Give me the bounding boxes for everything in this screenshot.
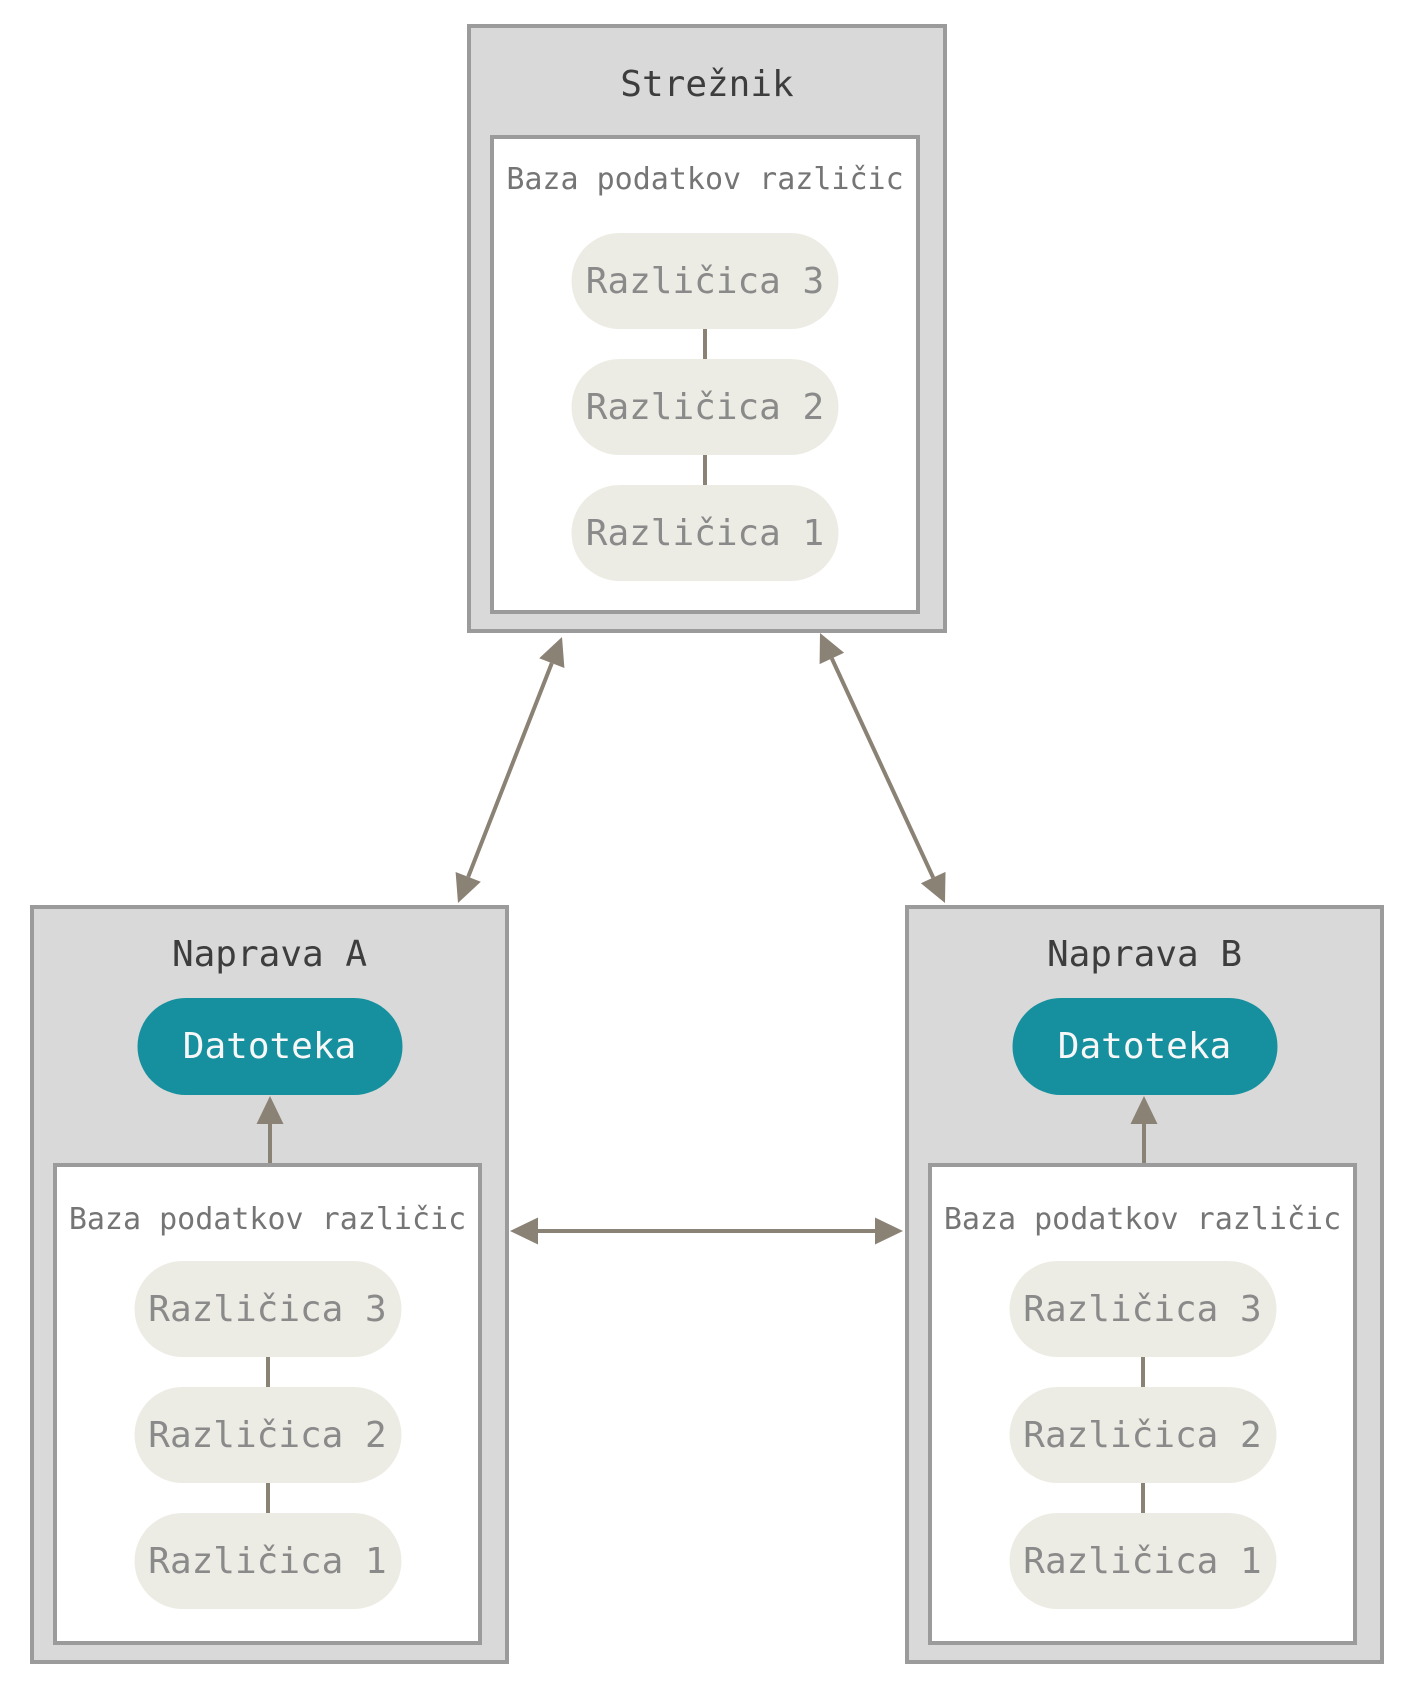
server-version-db-box: Baza podatkov različic Različica 3 Razli… [490,135,920,614]
server-version-connector-2-1 [703,455,707,485]
device-a-version-connector-2-1 [265,1483,270,1513]
device-a-version-connector-3-2 [265,1357,270,1387]
device-b-version-connector-3-2 [1140,1357,1145,1387]
device-a-file-pill: Datoteka [137,998,402,1095]
server-version-pill-3: Različica 3 [571,233,839,329]
device-b-version-db-label: Baza podatkov različic [943,1202,1342,1237]
device-b-version-pill-3: Različica 3 [1009,1261,1276,1357]
device-b-version-pill-2: Različica 2 [1009,1387,1276,1483]
device-b-version-db-box: Baza podatkov različic Različica 3 Razli… [928,1163,1357,1645]
device-b-title: Naprava B [1046,934,1243,975]
device-a-title: Naprava A [171,934,368,975]
device-b-version-connector-2-1 [1140,1483,1145,1513]
device-b-version-pill-1: Različica 1 [1009,1513,1276,1609]
device-a-version-pill-1: Različica 1 [134,1513,401,1609]
device-a-version-db-box: Baza podatkov različic Različica 3 Razli… [53,1163,482,1645]
server-version-connector-3-2 [703,329,707,359]
server-title: Strežnik [620,64,794,105]
sync-arrow-server-device-b [819,633,946,903]
server-version-db-label: Baza podatkov različic [506,162,904,197]
server-box: Strežnik Baza podatkov različic Različic… [467,24,947,633]
sync-arrow-device-a-device-b [510,1217,903,1245]
device-b-box: Naprava B Datoteka Baza podatkov različi… [905,905,1384,1664]
sync-arrow-server-device-a [455,637,565,903]
device-b-file-pill: Datoteka [1012,998,1277,1095]
device-a-version-pill-2: Različica 2 [134,1387,401,1483]
device-a-version-pill-3: Različica 3 [134,1261,401,1357]
device-a-box: Naprava A Datoteka Baza podatkov različi… [30,905,509,1664]
server-version-pill-1: Različica 1 [571,485,839,581]
server-version-pill-2: Različica 2 [571,359,839,455]
device-a-version-db-label: Baza podatkov različic [68,1202,467,1237]
